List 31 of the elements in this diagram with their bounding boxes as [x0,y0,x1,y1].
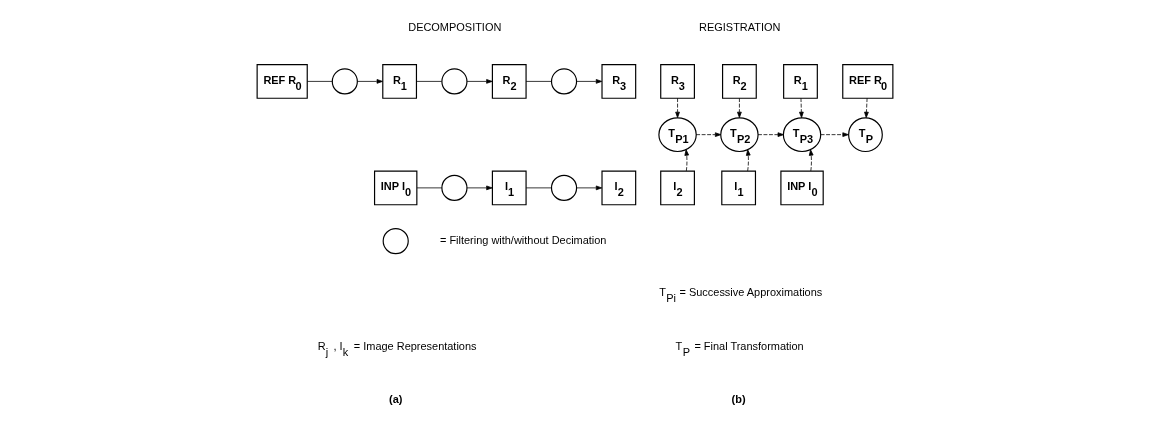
connector [525,187,552,189]
arrow [466,79,493,84]
label: REGISTRATION [699,21,781,34]
label: (b) [731,392,746,405]
arrow [576,185,603,191]
arrow [466,185,493,191]
label: DECOMPOSITION [408,21,502,34]
arrow [820,132,849,137]
node-circle [550,68,578,95]
label: (a) [389,392,403,405]
node-circle [441,68,468,95]
node-label: = Filtering with/without Decimation [439,234,607,247]
arrow [684,149,689,172]
arrow [737,97,742,118]
connector [525,81,552,82]
arrow [864,97,869,118]
arrow [757,132,784,137]
node-circle [550,174,578,201]
arrow [808,149,814,172]
connector [416,187,443,189]
arrow [675,97,680,118]
connector [416,81,443,82]
node-circle [441,174,468,201]
arrow [746,149,751,172]
connector [307,81,333,82]
node-circle [382,228,409,255]
arrow [695,132,722,137]
arrow [357,79,383,84]
arrow [799,97,804,118]
arrow [576,79,603,84]
node-circle [331,68,358,95]
